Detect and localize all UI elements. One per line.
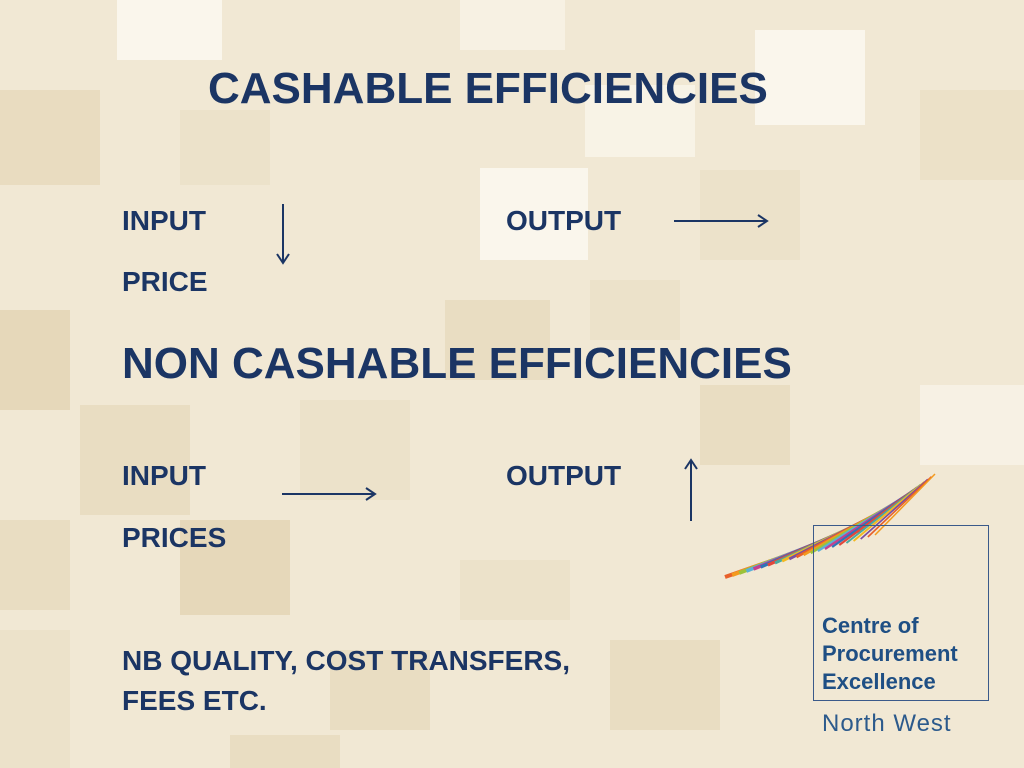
cashable-price-label: PRICE <box>122 266 208 297</box>
non-cashable-input-label: INPUT <box>122 460 206 491</box>
note-line-1: NB QUALITY, COST TRANSFERS, <box>122 645 571 676</box>
cashable-output-label: OUTPUT <box>506 205 622 236</box>
arrow-down-icon <box>276 204 290 265</box>
logo-subtitle: North West <box>822 710 952 737</box>
arrow-right-icon <box>282 487 377 501</box>
title-non-cashable-efficiencies: NON CASHABLE EFFICIENCIES <box>122 339 792 388</box>
cashable-input-label: INPUT <box>122 205 206 236</box>
logo-line-1: Centre of <box>822 613 919 638</box>
logo-stripe <box>874 473 936 536</box>
logo-line-2: Procurement <box>822 641 958 666</box>
arrow-right-icon <box>674 214 769 228</box>
note-line-2: FEES ETC. <box>122 685 267 716</box>
arrow-up-icon <box>684 458 698 521</box>
non-cashable-prices-label: PRICES <box>122 522 227 553</box>
title-cashable-efficiencies: CASHABLE EFFICIENCIES <box>208 64 768 113</box>
logo-frame <box>813 525 989 701</box>
logo-stripes-icon <box>724 473 936 579</box>
logo-stripe <box>867 476 932 538</box>
logo-stripe <box>860 478 929 540</box>
logo-line-3: Excellence <box>822 669 936 694</box>
non-cashable-output-label: OUTPUT <box>506 460 622 491</box>
